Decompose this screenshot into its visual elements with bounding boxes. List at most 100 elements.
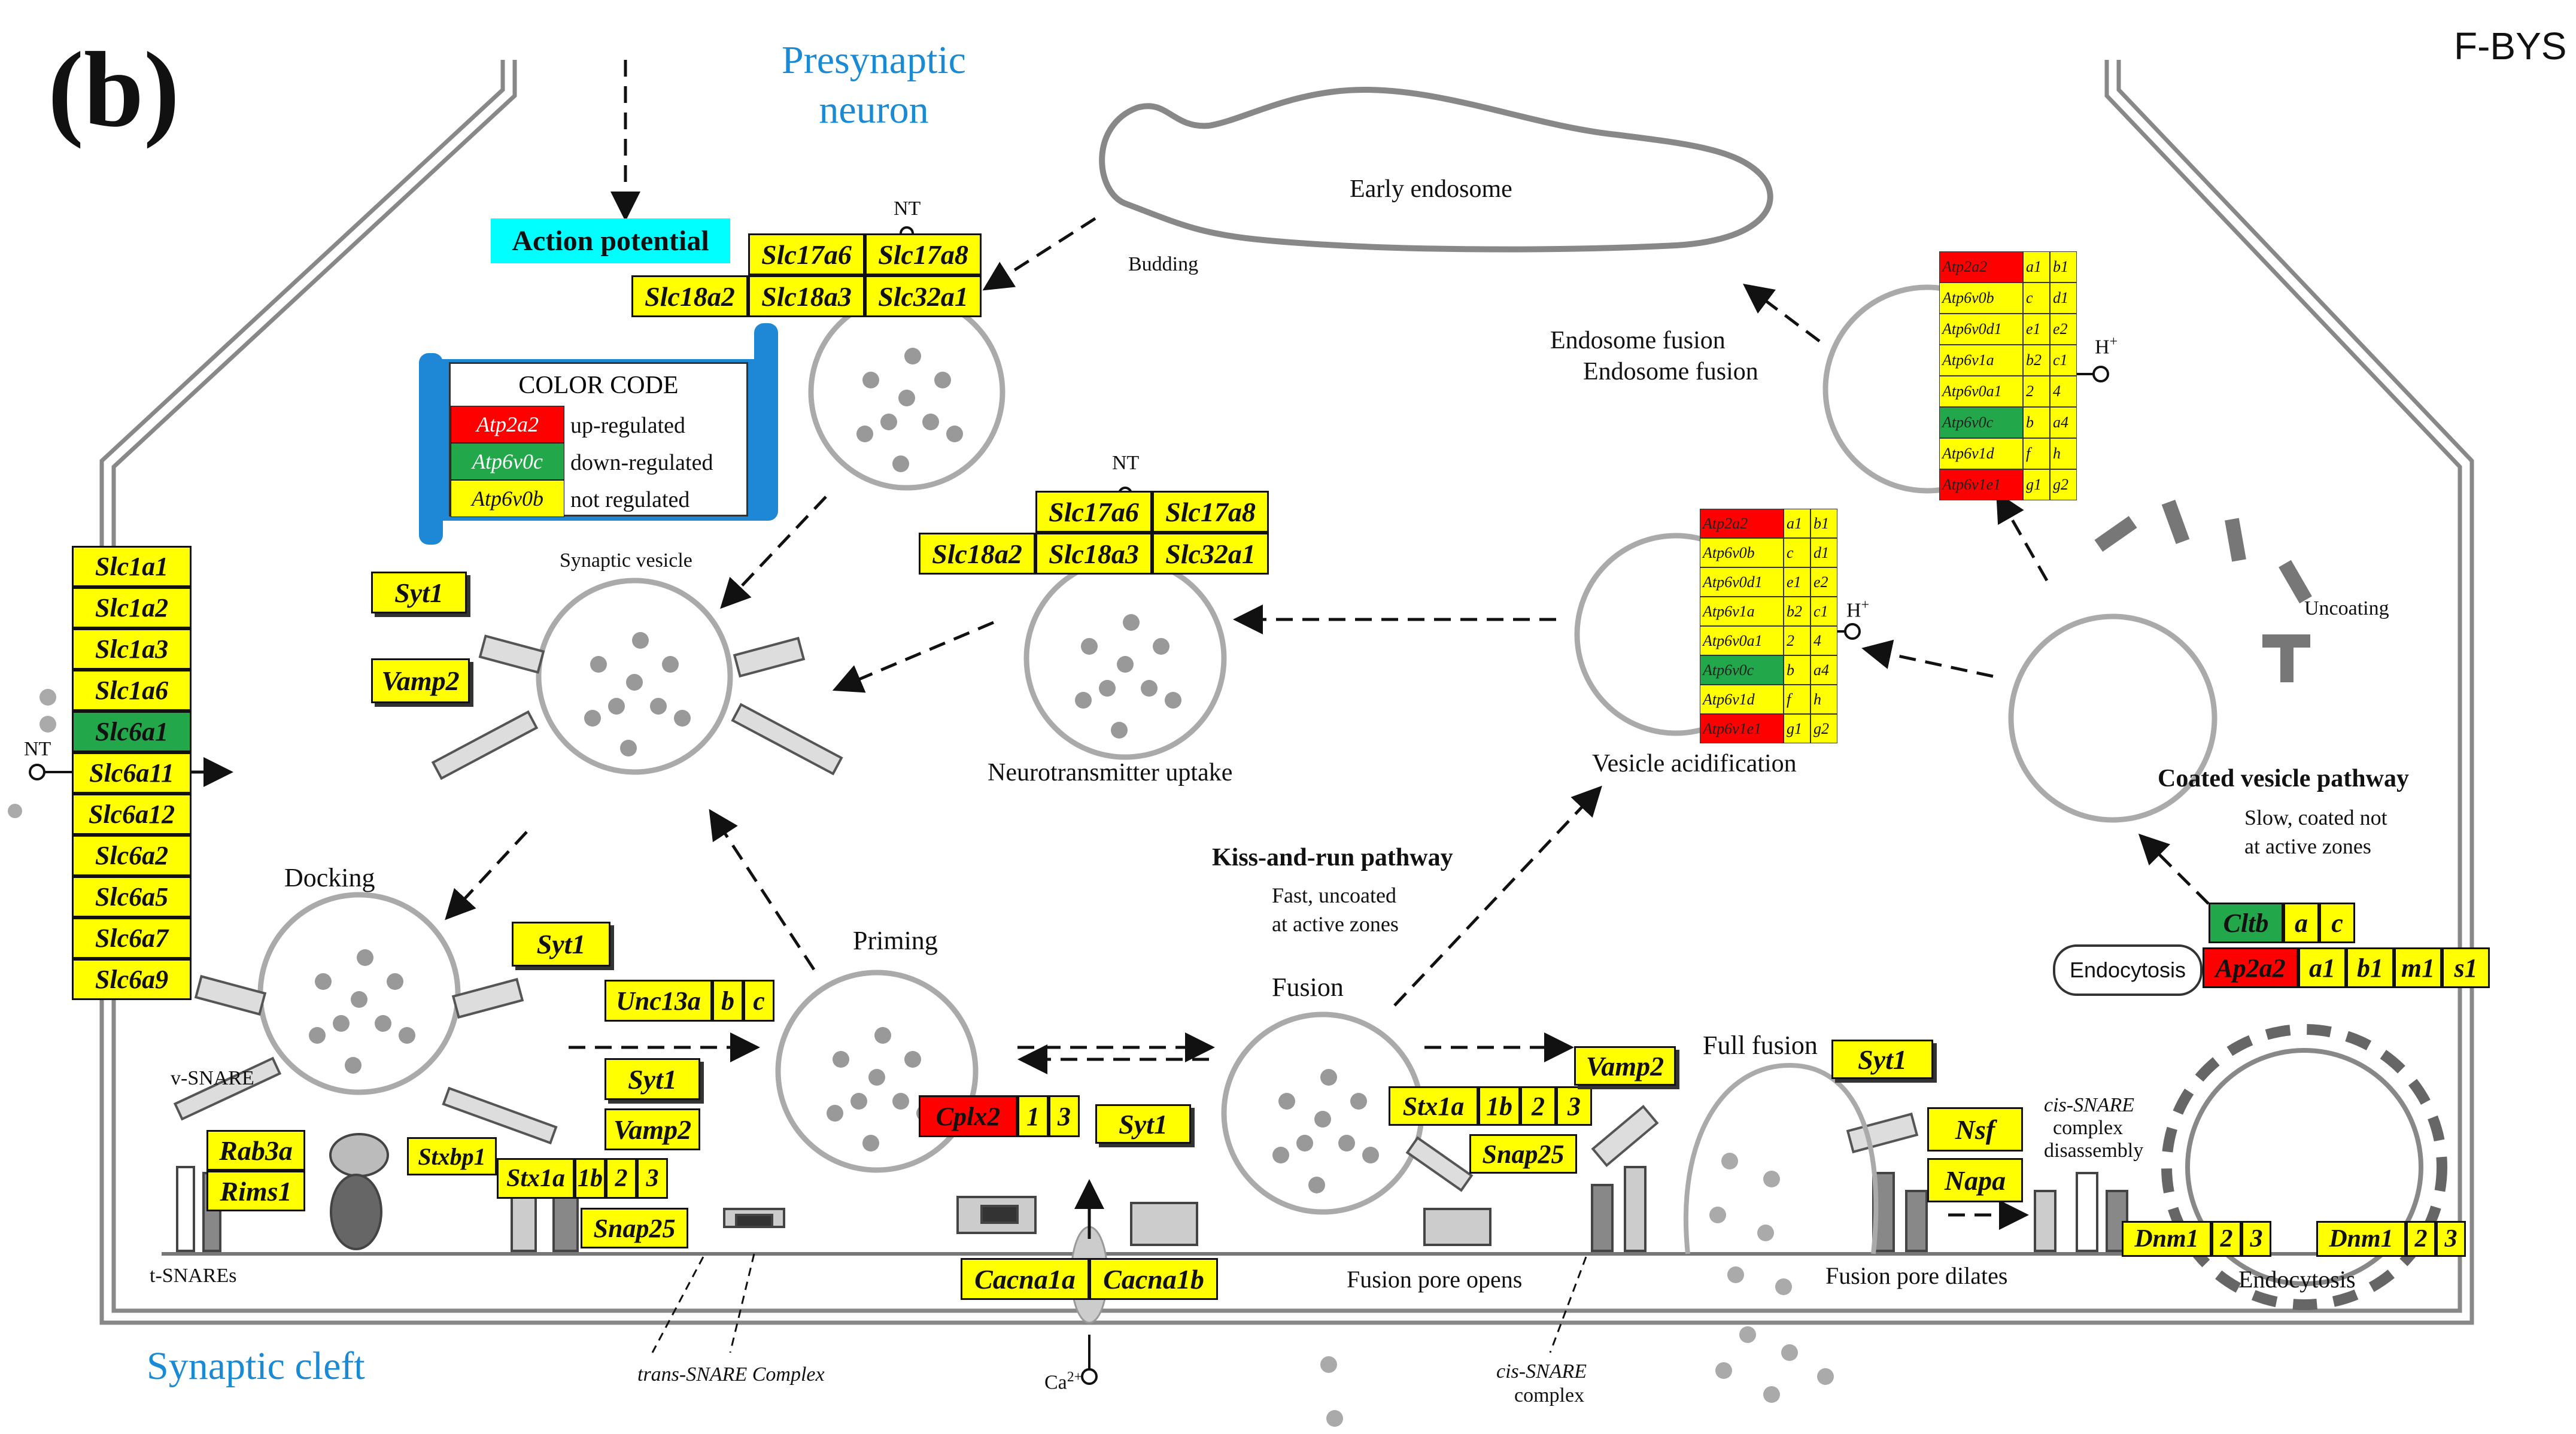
color-code-gene: Atp2a2	[451, 406, 564, 443]
gene-vglut-top: Slc17a8	[865, 233, 982, 275]
gene-dnm1: 3	[2241, 1221, 2271, 1257]
gene-vatpase-acidification: e1	[1784, 567, 1811, 597]
leader-lines	[651, 1253, 1587, 1353]
docking-label: Docking	[284, 863, 375, 892]
gene-cplx2: 1	[1017, 1095, 1049, 1137]
neurotransmitter-dot	[862, 1135, 879, 1152]
gene-unc13a: b	[712, 980, 743, 1022]
gene-stx1a: 3	[637, 1158, 668, 1199]
neurotransmitter-dot	[904, 348, 921, 364]
gene-vatpase-endosome: d1	[2050, 282, 2077, 314]
gene-rab3a: Rab3a	[206, 1130, 305, 1171]
coated-desc-1: Slow, coated not	[2244, 806, 2387, 830]
gene-transporter: Slc1a3	[72, 628, 192, 670]
kiss-desc-2: at active zones	[1272, 912, 1399, 936]
gene-stx1a: 2	[606, 1158, 637, 1199]
gene-vatpase-endosome: 4	[2050, 376, 2077, 407]
gene-vatpase-endosome: 2	[2023, 376, 2050, 407]
coated-desc-2: at active zones	[2244, 834, 2371, 858]
gene-stx1a: 3	[1556, 1086, 1592, 1126]
pathway-arrows	[445, 60, 2210, 1230]
presynaptic-neuron-label: Presynaptic neuron	[782, 38, 966, 132]
color-code-meaning: up-regulated	[570, 413, 686, 438]
nt-label-top-2: NT	[1112, 452, 1140, 474]
gene-vglut-top: Slc17a6	[748, 233, 865, 275]
endocytosis-box: Endocytosis	[2053, 944, 2203, 996]
gene-cacna: Cacna1b	[1089, 1258, 1218, 1300]
uncoating-label: Uncoating	[2304, 597, 2389, 619]
gene-vglut-top: Slc32a1	[865, 275, 982, 317]
calcium-label: Ca2+	[1044, 1369, 1083, 1394]
nt-label-left: NT	[24, 738, 51, 760]
gene-vatpase-acidification: 4	[1811, 626, 1837, 655]
gene-transporter: Slc6a11	[72, 752, 192, 794]
gene-cltb: a	[2283, 903, 2319, 943]
gene-napa: Napa	[1927, 1158, 2023, 1202]
neurotransmitter-dot	[1123, 614, 1140, 631]
fusion-label: Fusion	[1272, 973, 1344, 1002]
cis-snare-dis-label-2: complex	[2053, 1117, 2124, 1139]
gene-transporter: Slc6a2	[72, 835, 192, 876]
endocytosis-bottom-label: Endocytosis	[2238, 1266, 2356, 1293]
neurotransmitter-dot	[1278, 1093, 1295, 1110]
gene-vatpase-acidification: a4	[1811, 655, 1837, 685]
gene-cplx2: Cplx2	[919, 1095, 1017, 1137]
gene-vatpase-acidification: e2	[1811, 567, 1837, 597]
gene-vatpase-acidification: Atp6v1e1	[1700, 714, 1784, 743]
neurotransmitter-dot	[827, 1105, 843, 1122]
gene-dnm1: 2	[2212, 1221, 2241, 1257]
gene-vatpase-acidification: Atp6v0a1	[1700, 626, 1784, 655]
gene-ap2a2: b1	[2346, 947, 2394, 988]
neurotransmitter-dot	[345, 1057, 362, 1074]
neurotransmitter-dot	[1111, 722, 1128, 739]
gene-vatpase-endosome: b1	[2050, 251, 2077, 282]
gene-transporter: Slc6a1	[72, 711, 192, 752]
neurotransmitter-dot	[1296, 1135, 1313, 1152]
gene-snap25: Snap25	[581, 1208, 688, 1248]
neurotransmitter-dot	[399, 1027, 415, 1044]
early-endosome	[1099, 86, 1773, 253]
gene-cltb: Cltb	[2209, 903, 2283, 943]
neurotransmitter-dot	[620, 740, 637, 757]
gene-vatpase-acidification: h	[1811, 685, 1837, 714]
gene-vatpase-endosome: b	[2023, 407, 2050, 438]
vesicle-acidification-label: Vesicle acidification	[1592, 750, 1797, 777]
neurotransmitter-dot	[856, 426, 873, 442]
nt-label-top-1: NT	[894, 198, 921, 220]
gene-dnm1: Dnm1	[2122, 1221, 2212, 1257]
gene-vatpase-acidification: b	[1784, 655, 1811, 685]
gene-vatpase-endosome: Atp6v1a	[1939, 345, 2023, 376]
synaptic-cleft-label: Synaptic cleft	[147, 1344, 365, 1388]
cis-snare-label-1: cis-SNARE	[1496, 1360, 1587, 1383]
gene-ap2a2: s1	[2442, 947, 2490, 988]
gene-vglut-top: Slc18a3	[748, 275, 865, 317]
neurotransmitter-dot	[1338, 1135, 1355, 1152]
neurotransmitter-dot	[626, 674, 643, 691]
gene-unc13a: Unc13a	[604, 980, 712, 1022]
cis-snare-label-2: complex	[1514, 1384, 1585, 1406]
gene-vglut-mid: Slc17a6	[1035, 491, 1152, 533]
neurotransmitter-dot	[590, 656, 607, 673]
gene-cacna: Cacna1a	[961, 1258, 1089, 1300]
neurotransmitter-dot	[333, 1015, 350, 1032]
gene-stx1a: 1b	[575, 1158, 606, 1199]
gene-vatpase-acidification: d1	[1811, 538, 1837, 567]
gene-transporter: Slc6a12	[72, 794, 192, 835]
gene-transporter: Slc1a2	[72, 587, 192, 628]
gene-syt1: Syt1	[1095, 1104, 1191, 1144]
gene-stxbp1: Stxbp1	[407, 1137, 497, 1175]
gene-vglut-mid: Slc32a1	[1152, 533, 1269, 575]
t-snares-label: t-SNAREs	[150, 1265, 237, 1287]
neurotransmitter-dot	[1141, 680, 1158, 697]
gene-vatpase-endosome: a4	[2050, 407, 2077, 438]
gene-vamp2: Vamp2	[604, 1108, 700, 1150]
early-endosome-label: Early endosome	[1350, 175, 1512, 203]
gene-vatpase-endosome: f	[2023, 438, 2050, 469]
gene-vamp2: Vamp2	[371, 658, 470, 703]
gene-vatpase-endosome: e1	[2023, 314, 2050, 345]
cis-snare-dis-label-1: cis-SNARE	[2044, 1094, 2135, 1116]
synaptic-vesicle-label: Synaptic vesicle	[560, 549, 692, 572]
h-plus-label-2: H+	[1846, 597, 1869, 622]
gene-dnm1: 3	[2436, 1221, 2466, 1257]
gene-vatpase-acidification: Atp6v1d	[1700, 685, 1784, 714]
